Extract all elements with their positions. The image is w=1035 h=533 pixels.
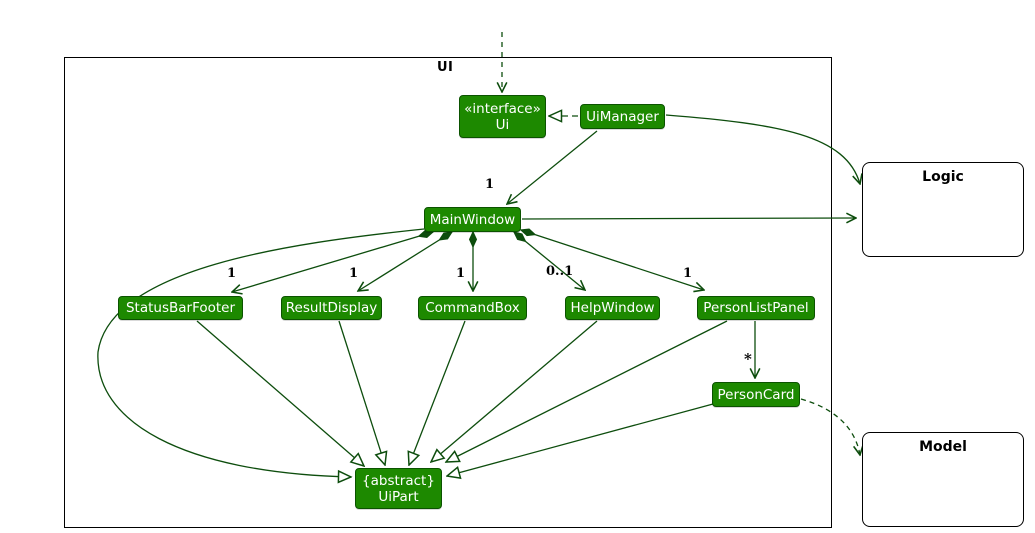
edge-mainwindow-extends-uipart (97, 228, 425, 477)
edge-mainwindow-composes-helpwindow (514, 232, 585, 290)
class-commandbox: CommandBox (418, 296, 527, 320)
external-component-title: Logic (922, 169, 964, 185)
class-name: StatusBarFooter (125, 300, 236, 316)
multiplicity-personcard: * (744, 350, 752, 368)
class-ui-interface: «interface» Ui (459, 95, 546, 138)
multiplicity-personlistpanel: 1 (683, 266, 693, 281)
edge-commandbox-extends-uipart (409, 320, 466, 465)
external-component-logic: Logic (862, 162, 1024, 257)
multiplicity-statusbarfooter: 1 (227, 266, 237, 281)
class-personlistpanel: PersonListPanel (697, 296, 815, 320)
edge-statusbarfooter-extends-uipart (196, 320, 364, 466)
edge-mainwindow-to-logic (521, 218, 856, 219)
class-name: UiPart (378, 488, 419, 505)
edge-resultdisplay-extends-uipart (338, 320, 385, 465)
class-name: ResultDisplay (285, 300, 378, 316)
external-component-model: Model (862, 432, 1024, 527)
class-name: MainWindow (429, 211, 516, 228)
external-component-title: Model (919, 439, 967, 455)
ui-package-frame (64, 57, 832, 528)
class-uimanager: UiManager (580, 104, 665, 129)
class-resultdisplay: ResultDisplay (281, 296, 382, 320)
class-modifier: {abstract} (362, 472, 435, 489)
class-name: PersonCard (717, 386, 795, 403)
edge-personlistpanel-extends-uipart (446, 320, 728, 462)
class-name: UiManager (586, 108, 659, 125)
class-name: HelpWindow (570, 300, 655, 316)
edge-uimanager-to-mainwindow (507, 130, 598, 204)
ui-package-label: UI (437, 60, 454, 75)
class-stereotype: «interface» (464, 100, 541, 117)
edge-personcard-depends-model (800, 398, 860, 455)
class-uipart: {abstract} UiPart (355, 468, 442, 509)
class-helpwindow: HelpWindow (565, 296, 660, 320)
class-personcard: PersonCard (712, 382, 800, 407)
edge-mainwindow-composes-personlistpanel (521, 230, 704, 290)
class-name: CommandBox (425, 300, 520, 316)
multiplicity-commandbox: 1 (456, 266, 466, 281)
multiplicity-mainwindow: 1 (485, 177, 495, 192)
class-statusbarfooter: StatusBarFooter (118, 296, 243, 320)
class-name: Ui (495, 116, 510, 133)
edge-personcard-extends-uipart (447, 403, 714, 476)
edge-mainwindow-composes-statusbarfooter (232, 232, 433, 292)
edge-helpwindow-extends-uipart (431, 320, 598, 462)
class-mainwindow: MainWindow (424, 207, 521, 232)
multiplicity-helpwindow: 0..1 (546, 264, 574, 279)
edge-uimanager-to-logic (665, 114, 860, 184)
multiplicity-resultdisplay: 1 (349, 266, 359, 281)
class-name: PersonListPanel (703, 300, 809, 316)
edge-mainwindow-composes-resultdisplay (358, 232, 452, 291)
